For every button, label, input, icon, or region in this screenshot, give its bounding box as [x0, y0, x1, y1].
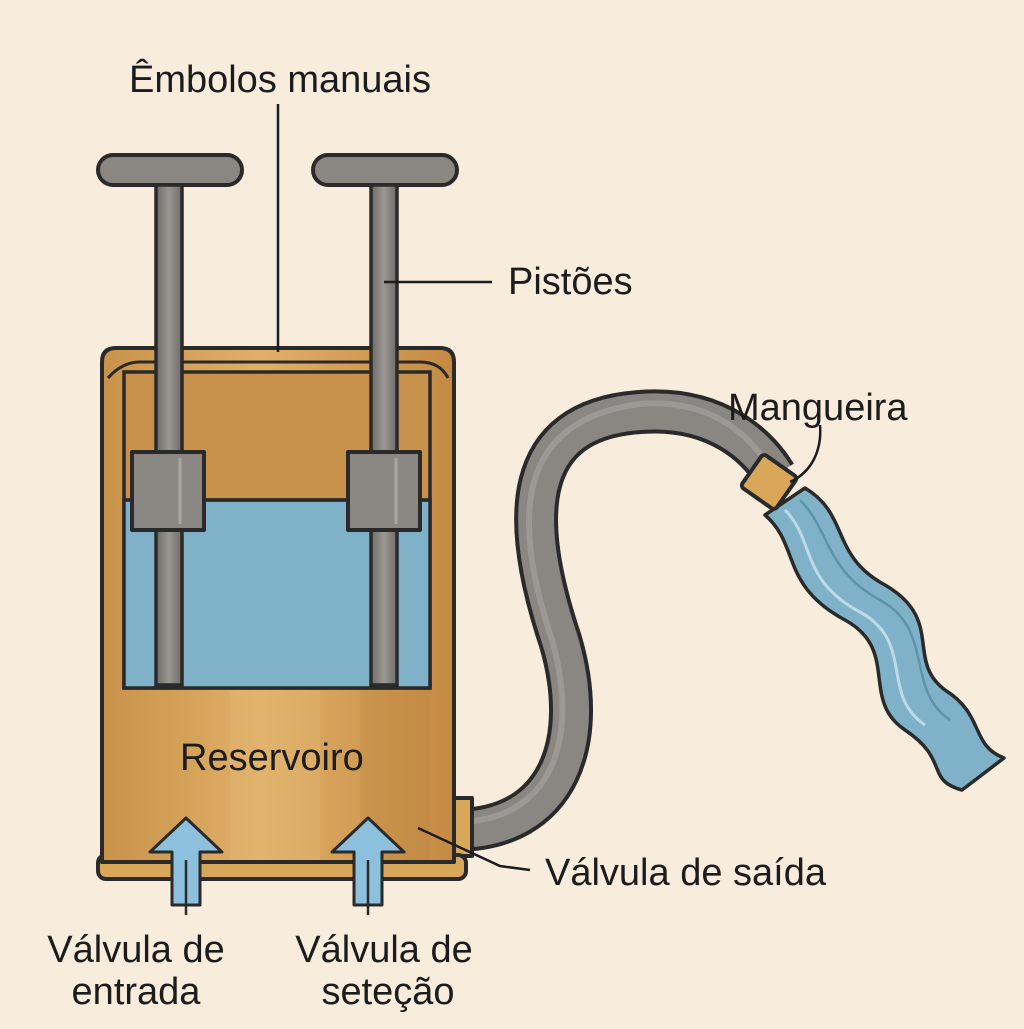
label-valvula-entrada-line2: entrada — [72, 971, 202, 1013]
leader-lines — [276, 104, 822, 872]
right-plunger — [311, 153, 459, 687]
label-reservoiro: Reservoiro — [180, 737, 364, 779]
inlet-arrow-left — [148, 816, 224, 915]
label-valvula-secao-line2: seteção — [321, 971, 454, 1013]
water-jet — [763, 486, 1006, 792]
label-valvula-saida: Válvula de saída — [545, 852, 827, 894]
left-plunger — [96, 153, 244, 687]
label-pistoes: Pistões — [508, 261, 633, 303]
label-valvula-entrada-line1: Válvula de — [47, 929, 224, 971]
label-embolos: Êmbolos manuais — [129, 58, 431, 101]
leader-mangueira — [789, 424, 822, 484]
hose — [454, 389, 794, 852]
hose-nozzle — [739, 453, 799, 511]
inlet-arrow-right — [330, 816, 406, 915]
label-mangueira: Mangueira — [728, 387, 908, 429]
leader-valvula-saida — [417, 826, 531, 872]
label-valvula-secao-line1: Válvula de — [295, 929, 472, 971]
